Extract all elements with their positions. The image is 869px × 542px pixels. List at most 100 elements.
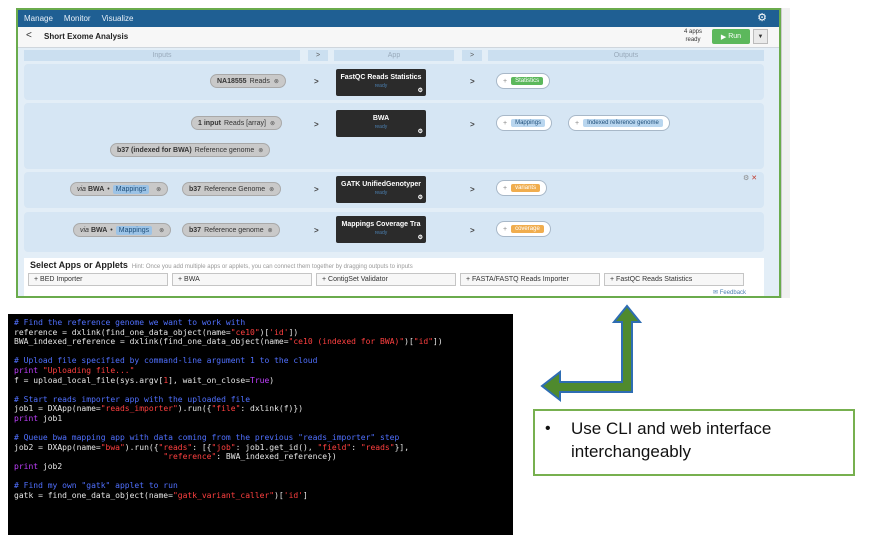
output-tag: Mappings <box>115 225 153 235</box>
nav-monitor[interactable]: Monitor <box>63 14 91 23</box>
input-label: Reference genome <box>204 226 264 234</box>
nav-visualize[interactable]: Visualize <box>101 14 134 23</box>
terminal-line <box>14 424 507 434</box>
app-choice-button[interactable]: + FASTA/FASTQ Reads Importer <box>460 273 600 286</box>
plus-icon: + <box>466 276 473 283</box>
flow-arrow: > <box>470 120 475 129</box>
app-choice-button[interactable]: + BWA <box>172 273 312 286</box>
app-choice-button[interactable]: + FastQC Reads Statistics <box>604 273 744 286</box>
input-value: 1 input <box>198 119 221 127</box>
terminal-line: # Upload file specified by command-line … <box>14 356 507 366</box>
flow-arrow: > <box>314 77 319 86</box>
output-pill[interactable]: +coverage <box>496 221 551 237</box>
gear-icon[interactable]: ⚙ <box>417 235 423 241</box>
code-token: reference = dxlink(find_one_data_object(… <box>14 327 231 337</box>
clear-icon[interactable]: ⊗ <box>156 186 162 193</box>
terminal-line: print "Uploading file..." <box>14 366 507 376</box>
output-pill[interactable]: +Indexed reference genome <box>568 115 670 131</box>
input-pill[interactable]: b37 (indexed for BWA)Reference genome⊗ <box>110 143 271 157</box>
code-token: }], <box>394 442 410 452</box>
code-token: "bwa" <box>100 442 125 452</box>
code-token: print <box>14 365 43 375</box>
back-chevron-icon[interactable]: < <box>26 30 32 41</box>
code-token: "id" <box>413 337 434 347</box>
code-token: "field" <box>317 442 352 452</box>
run-options-caret-icon[interactable]: ▼ <box>753 29 768 44</box>
code-token: ]) <box>288 327 299 337</box>
gear-icon[interactable]: ⚙ <box>417 88 423 94</box>
web-interface-screenshot: Manage Monitor Visualize ⚙ < Short Exome… <box>16 8 781 298</box>
code-token: job1 = DXApp(name= <box>14 404 101 414</box>
gear-icon[interactable]: ⚙ <box>417 195 423 201</box>
code-token: ) <box>269 375 275 385</box>
code-token: print <box>14 461 43 471</box>
code-token: ]) <box>433 337 443 347</box>
close-icon[interactable]: ✕ <box>751 175 758 182</box>
app-status: ready <box>374 190 388 196</box>
app-name: FastQC Reads Statistics <box>340 74 422 81</box>
gear-icon[interactable]: ⚙ <box>757 12 767 24</box>
code-token: job1 <box>42 413 63 423</box>
output-pill[interactable]: +Statistics <box>496 73 551 89</box>
code-token: 'id' <box>283 490 304 500</box>
clear-icon[interactable]: ⊗ <box>258 147 264 154</box>
clear-icon[interactable]: ⊗ <box>269 186 275 193</box>
code-token: : <box>351 442 361 452</box>
terminal-line <box>14 472 507 482</box>
run-label: Run <box>728 33 742 40</box>
flow-arrow: > <box>314 185 319 194</box>
nav-manage[interactable]: Manage <box>24 14 53 23</box>
code-token: # Find my own "gatk" applet to run <box>14 481 178 491</box>
feedback-link[interactable]: ✉ Feedback <box>713 289 746 296</box>
run-button[interactable]: ▶ Run <box>712 29 750 44</box>
callout-text: Use CLI and web interface interchangeabl… <box>571 419 772 461</box>
code-token: gatk = find_one_data_object(name= <box>14 490 173 500</box>
app-choice-label: FASTA/FASTQ Reads Importer <box>472 276 569 283</box>
cli-terminal: # Find the reference genome we want to w… <box>8 314 513 535</box>
app-choice-button[interactable]: + ContigSet Validator <box>316 273 456 286</box>
plus-icon: + <box>503 77 508 85</box>
terminal-line: "reference": BWA_indexed_reference}) <box>14 452 507 462</box>
input-label: Reads <box>249 77 270 85</box>
app-name: BWA <box>372 115 390 122</box>
code-token: : BWA_indexed_reference}) <box>216 452 337 462</box>
output-pill[interactable]: +variants <box>496 180 548 196</box>
app-choice-label: ContigSet Validator <box>328 276 388 283</box>
input-value: b37 <box>189 185 202 193</box>
terminal-line: # Find the reference genome we want to w… <box>14 318 507 328</box>
code-token: : dxlink(f)}) <box>240 404 304 414</box>
clear-icon[interactable]: ⊗ <box>159 227 165 234</box>
code-token: # Start reads importer app with the uplo… <box>14 394 251 404</box>
gear-icon[interactable]: ⚙ <box>417 129 423 135</box>
terminal-line: f = upload_local_file(sys.argv[1], wait_… <box>14 376 507 386</box>
plus-icon: + <box>503 225 508 233</box>
terminal-line: # Start reads importer app with the uplo… <box>14 395 507 405</box>
plus-icon: + <box>178 276 185 283</box>
gear-icon[interactable]: ⚙ <box>743 175 750 182</box>
clear-icon[interactable]: ⊗ <box>269 120 276 127</box>
vertical-scrollbar[interactable] <box>781 8 790 298</box>
clear-icon[interactable]: ⊗ <box>267 227 273 234</box>
column-arrow: > <box>308 50 328 61</box>
code-token: "ce10 (indexed for BWA)" <box>288 337 405 347</box>
output-pill[interactable]: +Mappings <box>496 115 553 131</box>
app-choice-button[interactable]: + BED Importer <box>28 273 168 286</box>
code-token: )[ <box>274 490 284 500</box>
clear-icon[interactable]: ⊗ <box>273 78 279 85</box>
input-value: b37 (indexed for BWA) <box>117 146 192 154</box>
output-tag: Mappings <box>112 184 150 194</box>
code-token: "job" <box>211 442 236 452</box>
code-token: 'id' <box>269 327 289 337</box>
